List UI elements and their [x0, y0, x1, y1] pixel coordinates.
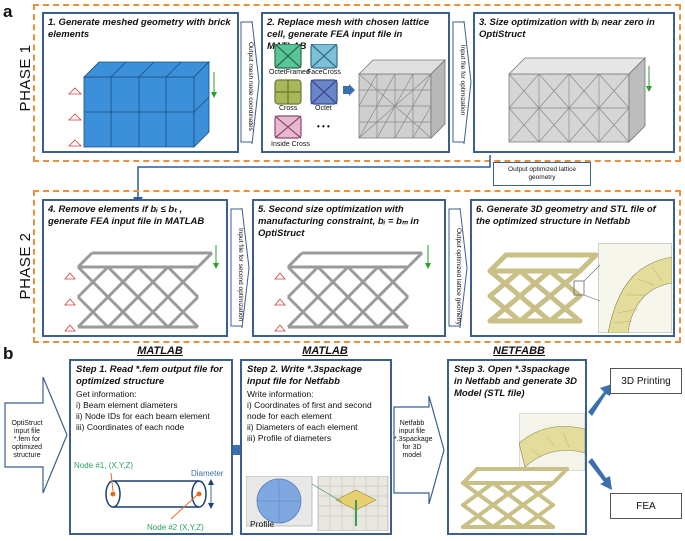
b-profile-label: Profile	[250, 519, 275, 529]
step1-title: 1. Generate meshed geometry with brick e…	[48, 17, 231, 40]
arrow-1-2	[240, 20, 260, 145]
step2-box: 2. Replace mesh with chosen lattice cell…	[261, 12, 450, 153]
step4-title: 4. Remove elements if bᵢ ≤ bₜ , generate…	[48, 204, 205, 227]
zoom-indicator	[573, 264, 601, 302]
b-matlab2-header: MATLAB	[302, 345, 348, 357]
step3-title: 3. Size optimization with bᵢ near zero i…	[479, 17, 655, 40]
b-step1-line: iii) Coordinates of each node	[76, 422, 185, 432]
cell-label-octet: Octet	[315, 105, 332, 112]
b-diameter-label: Diameter	[191, 469, 224, 478]
b-step2-line: ii) Diameters of each element	[247, 422, 358, 432]
node-pointer-arrows	[110, 472, 198, 520]
arrow-5-6-label: Output optimized lattice geometry	[455, 228, 462, 325]
reduced-lattice-figure-2	[274, 245, 431, 332]
b-step1-line: Get information:	[76, 389, 137, 399]
b-step1-line: ii) Node IDs for each beam element	[76, 411, 210, 421]
phase1-label: PHASE 1	[17, 44, 34, 112]
b-node1-label: Node #1, (X,Y,Z)	[74, 461, 133, 470]
phase1-frame	[33, 4, 681, 162]
b-netfabb-header: NETFABB	[493, 345, 545, 357]
step5-title: 5. Second size optimization with manufac…	[258, 204, 419, 239]
profile-figure	[246, 476, 389, 531]
b-step1-lines: Get information: i) Beam element diamete…	[71, 389, 231, 433]
reduced-lattice-figure-1	[64, 245, 219, 332]
step5-box: 5. Second size optimization with manufac…	[252, 199, 446, 337]
b-output-fea: FEA	[610, 493, 682, 519]
more-cells-ellipsis: • • •	[317, 122, 330, 131]
b-stl-lattice-figure	[461, 467, 569, 529]
b-input-arrow	[4, 376, 68, 494]
stl-zoom-figure	[598, 243, 672, 333]
cell-label-inside-cross: Inside Cross	[271, 141, 310, 148]
b-step2-title: Step 2. Write *.3spackage input file for…	[247, 364, 362, 387]
b-step2-line: i) Coordinates of first and second node …	[247, 400, 372, 421]
stl-lattice-figure	[487, 252, 599, 324]
b-output-arrows	[588, 384, 612, 490]
b-step3-box: Step 3. Open *.3spackage in Netfabb and …	[447, 359, 587, 535]
gray-lattice-figure	[358, 59, 446, 139]
b-step1-box: Step 1. Read *.fem output file for optim…	[69, 359, 233, 535]
cell-label-cross: Cross	[279, 105, 298, 112]
b-step2-line: Write information:	[247, 389, 314, 399]
b-step2-lines: Write information: i) Coordinates of fir…	[242, 389, 390, 444]
output-optimized-lattice-label: Output optimized lattice geometry	[508, 166, 576, 181]
b-output-3d-printing: 3D Printing	[610, 368, 682, 394]
phase2-frame	[33, 190, 681, 343]
step6-title: 6. Generate 3D geometry and STL file of …	[476, 204, 656, 227]
b-step1-title: Step 1. Read *.fem output file for optim…	[76, 364, 223, 387]
lattice-cells-figure	[274, 44, 338, 139]
output-optimized-lattice-callout: Output optimized lattice geometry	[493, 162, 591, 186]
arrow-2-3	[452, 20, 472, 145]
panel-a-label: a	[3, 2, 13, 21]
b-input-arrow-label: OptiStruct input file *.fem for optimize…	[11, 420, 43, 459]
cell-label-facecross: FaceCross	[307, 69, 341, 76]
b-step2-line: iii) Profile of diameters	[247, 433, 332, 443]
panel-b-label: b	[3, 344, 14, 363]
arrow-2-3-label: Input file for optimization	[459, 44, 466, 116]
optimized-lattice-figure	[508, 57, 652, 143]
step4-box: 4. Remove elements if bᵢ ≤ bₜ , generate…	[42, 199, 228, 337]
b-netfabb-arrow-label: Netfabb input file *.3spackage for 3D mo…	[394, 420, 433, 459]
step3-box: 3. Size optimization with bᵢ near zero i…	[473, 12, 675, 153]
arrow-4-5-label: Input file for second optimization	[237, 228, 244, 322]
phase2-label: PHASE 2	[17, 232, 34, 300]
arrow-1-2-label: Output mesh node coordinates	[247, 42, 254, 131]
b-step1-line: i) Beam element diameters	[76, 400, 178, 410]
cell-label-octetframed: OctetFramed	[269, 69, 310, 76]
b-matlab1-header: MATLAB	[137, 345, 183, 357]
b-step2-box: Step 2. Write *.3spackage input file for…	[240, 359, 392, 535]
arrow-5-6	[448, 207, 468, 329]
b-node2-label: Node #2 (X,Y,Z)	[147, 523, 204, 532]
b-arrow-2-3	[393, 395, 445, 505]
brick-mesh-figure	[68, 61, 217, 148]
beam-element-figure	[105, 479, 214, 509]
b-step3-title: Step 3. Open *.3spackage in Netfabb and …	[454, 364, 577, 399]
arrow-4-5	[230, 207, 250, 329]
b-stl-zoom-figure	[519, 413, 585, 471]
step6-box: 6. Generate 3D geometry and STL file of …	[470, 199, 675, 337]
cell-to-lattice-arrow	[343, 84, 355, 96]
step1-box: 1. Generate meshed geometry with brick e…	[42, 12, 239, 153]
